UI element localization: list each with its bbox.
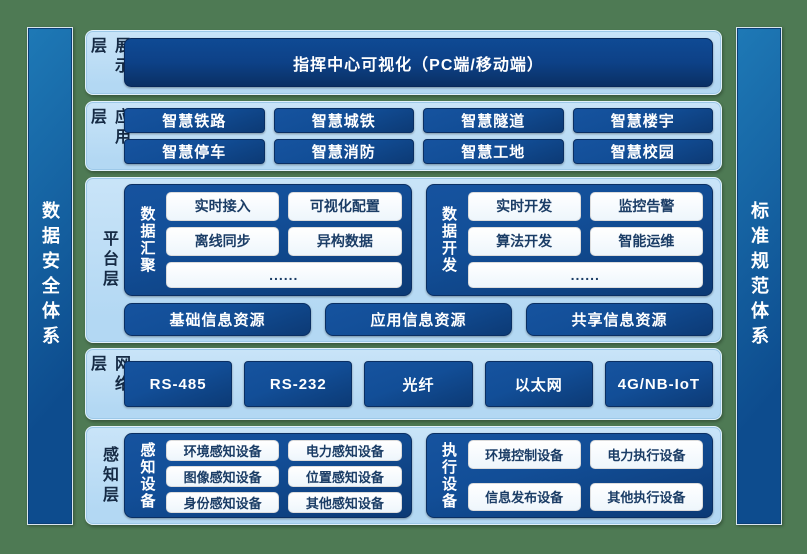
layer-stack: 展示层 指挥中心可视化（PC端/移动端） 应用层 智慧铁路 智慧城铁 智慧隧道 … bbox=[85, 30, 722, 525]
layer-application: 应用层 智慧铁路 智慧城铁 智慧隧道 智慧楼宇 智慧停车 智慧消防 智慧工地 智… bbox=[85, 100, 722, 171]
layer-perception: 感知层 感知设备 环境感知设备 电力感知设备 图像感知设备 位置感知设备 身份感… bbox=[85, 426, 722, 525]
app-box-smart-campus: 智慧校园 bbox=[572, 138, 713, 164]
group-execution-devices-pills: 环境控制设备 电力执行设备 信息发布设备 其他执行设备 bbox=[467, 440, 703, 511]
pill-info-publishing: 信息发布设备 bbox=[467, 482, 581, 511]
app-box-smart-firefighting: 智慧消防 bbox=[273, 138, 414, 164]
pill-identity-sensing: 身份感知设备 bbox=[166, 492, 280, 513]
pill-other-execution: 其他执行设备 bbox=[589, 482, 703, 511]
layer-platform-content: 数据汇聚 实时接入 可视化配置 离线同步 异构数据 ...... 数据开发 bbox=[124, 183, 713, 336]
resource-basic-info: 基础信息资源 bbox=[124, 302, 311, 336]
group-data-development-pills: 实时开发 监控告警 算法开发 智能运维 ...... bbox=[467, 191, 703, 288]
pill-image-sensing: 图像感知设备 bbox=[166, 466, 280, 487]
layer-display-label: 展示层 bbox=[88, 37, 129, 77]
resource-application-info: 应用信息资源 bbox=[325, 302, 512, 336]
layer-application-content: 智慧铁路 智慧城铁 智慧隧道 智慧楼宇 智慧停车 智慧消防 智慧工地 智慧校园 bbox=[124, 107, 713, 164]
app-box-smart-building: 智慧楼宇 bbox=[572, 107, 713, 133]
pill-environment-sensing: 环境感知设备 bbox=[166, 440, 280, 461]
pill-heterogeneous-data: 异构数据 bbox=[288, 226, 402, 257]
pill-location-sensing: 位置感知设备 bbox=[288, 466, 402, 487]
pillar-data-security-label: 数据安全体系 bbox=[40, 201, 60, 351]
group-execution-devices-title: 执行设备 bbox=[440, 441, 457, 510]
layer-network-content: RS-485 RS-232 光纤 以太网 4G/NB-IoT bbox=[124, 355, 714, 413]
group-sensing-devices-pills: 环境感知设备 电力感知设备 图像感知设备 位置感知设备 身份感知设备 其他感知设… bbox=[166, 440, 402, 513]
pill-power-sensing: 电力感知设备 bbox=[288, 440, 402, 461]
pill-realtime-development: 实时开发 bbox=[467, 191, 581, 221]
pillar-standards: 标准规范体系 bbox=[736, 27, 782, 525]
pill-realtime-access: 实时接入 bbox=[166, 191, 280, 221]
network-box-ethernet: 以太网 bbox=[484, 361, 593, 408]
layer-platform-label: 平台层 bbox=[100, 229, 117, 290]
pill-environment-control: 环境控制设备 bbox=[467, 440, 581, 469]
pill-visual-config: 可视化配置 bbox=[288, 191, 402, 221]
layer-network: 网络层 RS-485 RS-232 光纤 以太网 4G/NB-IoT bbox=[85, 348, 722, 421]
layer-perception-content: 感知设备 环境感知设备 电力感知设备 图像感知设备 位置感知设备 身份感知设备 … bbox=[124, 433, 713, 518]
pill-offline-sync: 离线同步 bbox=[166, 226, 280, 257]
network-box-rs485: RS-485 bbox=[124, 361, 233, 408]
platform-groups: 数据汇聚 实时接入 可视化配置 离线同步 异构数据 ...... 数据开发 bbox=[124, 183, 713, 296]
pill-more-aggregation: ...... bbox=[166, 262, 402, 288]
pill-algorithm-development: 算法开发 bbox=[467, 226, 581, 257]
layer-perception-label: 感知层 bbox=[100, 445, 117, 506]
group-sensing-devices: 感知设备 环境感知设备 电力感知设备 图像感知设备 位置感知设备 身份感知设备 … bbox=[124, 433, 412, 518]
group-sensing-devices-title: 感知设备 bbox=[138, 441, 156, 510]
network-box-rs232: RS-232 bbox=[244, 361, 353, 408]
group-data-aggregation-pills: 实时接入 可视化配置 离线同步 异构数据 ...... bbox=[166, 191, 402, 288]
app-box-smart-tunnel: 智慧隧道 bbox=[423, 107, 564, 133]
pill-power-execution: 电力执行设备 bbox=[589, 440, 703, 469]
group-data-aggregation: 数据汇聚 实时接入 可视化配置 离线同步 异构数据 ...... bbox=[124, 183, 412, 296]
group-data-development: 数据开发 实时开发 监控告警 算法开发 智能运维 ...... bbox=[425, 183, 713, 296]
pill-other-sensing: 其他感知设备 bbox=[288, 492, 402, 513]
pillar-data-security: 数据安全体系 bbox=[27, 27, 73, 525]
resource-shared-info: 共享信息资源 bbox=[526, 302, 713, 336]
pill-monitoring-alerts: 监控告警 bbox=[589, 191, 703, 221]
platform-resources: 基础信息资源 应用信息资源 共享信息资源 bbox=[124, 302, 713, 336]
group-data-development-title: 数据开发 bbox=[440, 205, 457, 274]
group-data-aggregation-title: 数据汇聚 bbox=[138, 205, 156, 274]
app-box-smart-railway: 智慧铁路 bbox=[124, 107, 265, 133]
network-box-4g-nbiot: 4G/NB-IoT bbox=[604, 361, 714, 408]
layer-network-label: 网络层 bbox=[88, 355, 129, 396]
pill-more-development: ...... bbox=[467, 262, 703, 288]
layer-display: 展示层 指挥中心可视化（PC端/移动端） bbox=[85, 30, 722, 95]
layer-display-content: 指挥中心可视化（PC端/移动端） bbox=[124, 37, 713, 88]
app-box-smart-parking: 智慧停车 bbox=[124, 138, 265, 164]
network-box-fiber: 光纤 bbox=[364, 361, 473, 408]
layer-application-label: 应用层 bbox=[88, 107, 129, 148]
group-execution-devices: 执行设备 环境控制设备 电力执行设备 信息发布设备 其他执行设备 bbox=[425, 433, 713, 518]
banner-command-center-visualization: 指挥中心可视化（PC端/移动端） bbox=[124, 38, 713, 87]
app-box-smart-metro: 智慧城铁 bbox=[273, 107, 414, 133]
pill-intelligent-ops: 智能运维 bbox=[589, 226, 703, 257]
layer-platform: 平台层 数据汇聚 实时接入 可视化配置 离线同步 异构数据 ...... bbox=[85, 176, 722, 343]
pillar-standards-label: 标准规范体系 bbox=[749, 201, 769, 351]
app-box-smart-worksite: 智慧工地 bbox=[423, 138, 564, 164]
